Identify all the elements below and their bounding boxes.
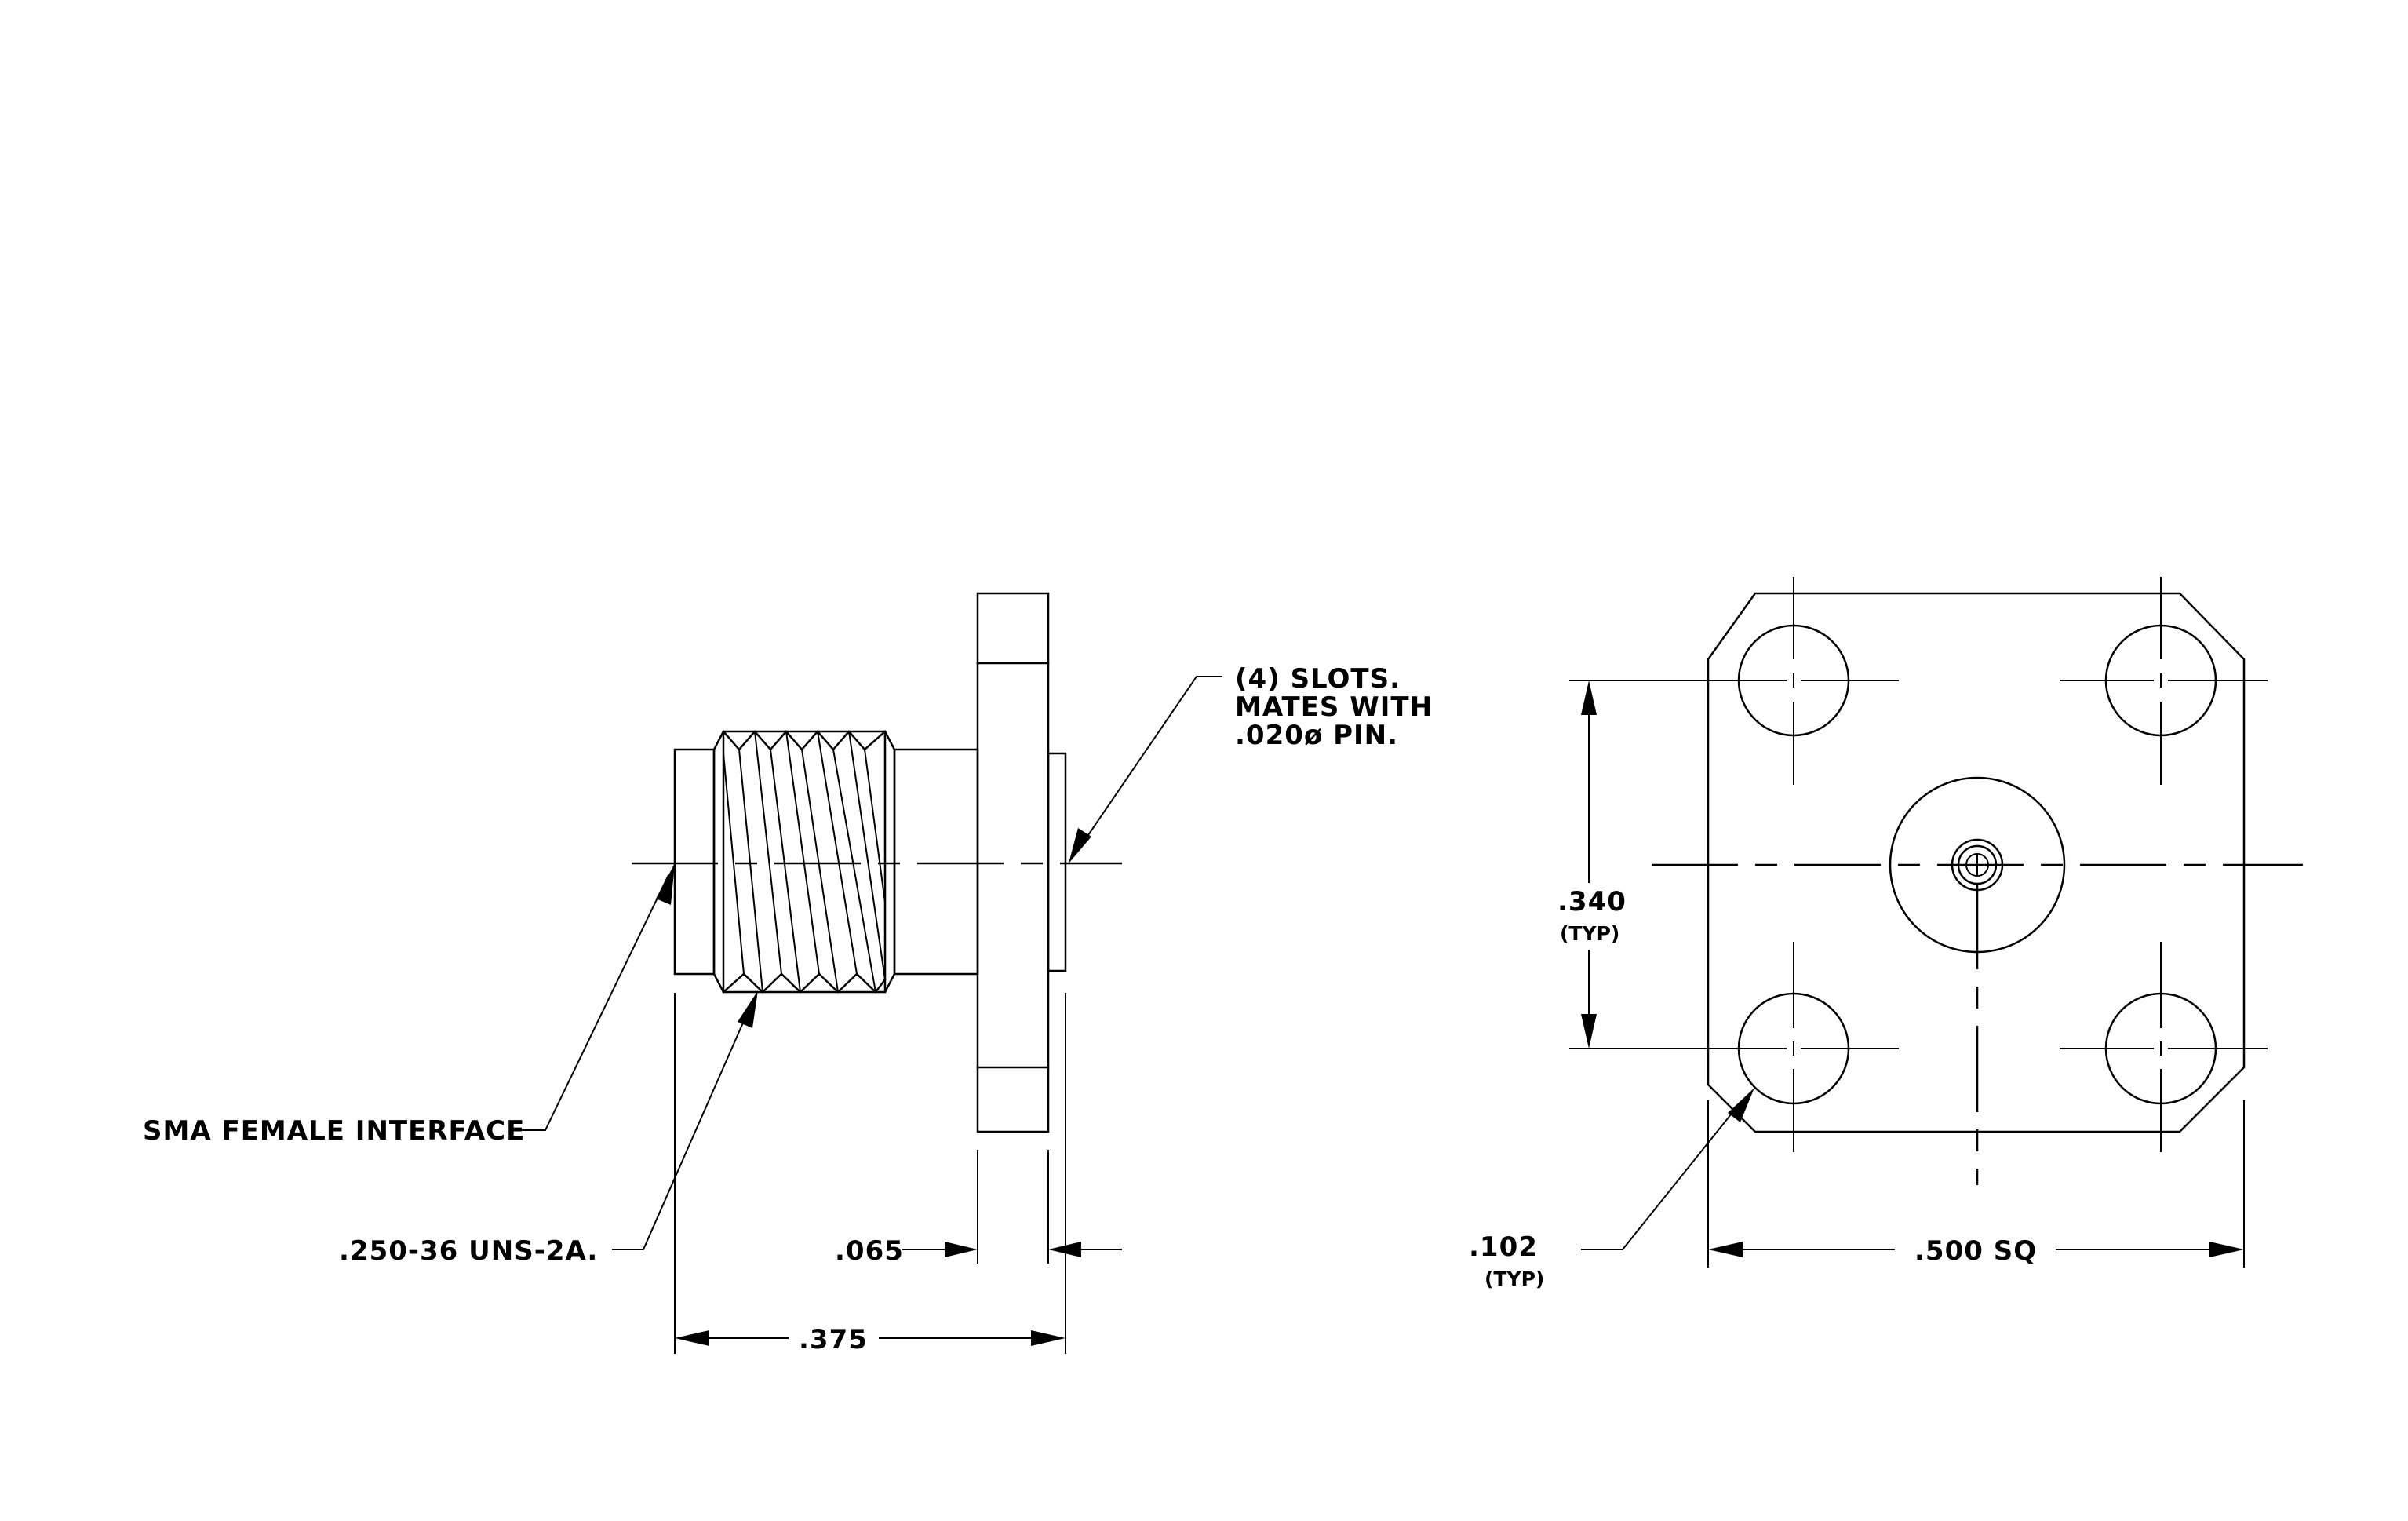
thread-crests-bottom (722, 972, 887, 994)
front-lip (673, 748, 716, 976)
side-view: .065 .375 SMA FEMALE INTERFACE .250-36 U… (143, 592, 1433, 1355)
rear-body (893, 748, 979, 976)
label-sma-interface: SMA FEMALE INTERFACE (143, 1115, 525, 1147)
dim-flange-thickness: .065 (835, 1235, 904, 1267)
label-slots-line1: (4) SLOTS. (1235, 663, 1401, 695)
dim-hole-spacing-typ: (TYP) (1560, 922, 1619, 945)
thread-crests-top (722, 730, 887, 751)
label-slots-line3: .020ø PIN. (1235, 720, 1398, 751)
dim-hole-spacing: .340 (1557, 886, 1627, 917)
rear-stub (1047, 752, 1067, 972)
label-thread-spec: .250-36 UNS-2A. (339, 1235, 598, 1267)
front-view: .340 (TYP) .500 SQ .102 (TYP) (1469, 577, 2303, 1290)
dim-length: .375 (799, 1324, 868, 1355)
thread-helix (723, 731, 886, 993)
square-flange (1707, 592, 2246, 1133)
dim-square-size: .500 SQ (1914, 1235, 2037, 1267)
label-slots-line2: MATES WITH (1235, 691, 1433, 723)
hole-centerlines (1726, 577, 2268, 1152)
dim-hole-diameter-typ: (TYP) (1485, 1268, 1544, 1290)
dim-hole-diameter: .102 (1469, 1231, 1538, 1263)
